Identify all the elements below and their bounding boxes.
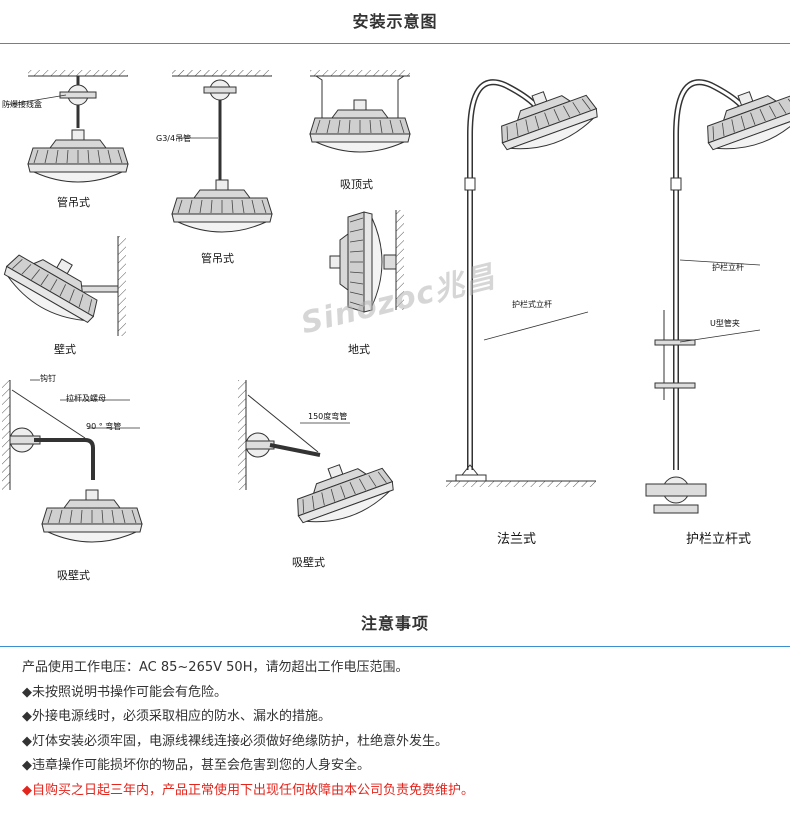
notice-item: ◆违章操作可能损坏你的物品，甚至会危害到您的人身安全。	[22, 758, 370, 773]
install-divider	[0, 43, 790, 44]
label-g34: G3/4吊管	[156, 134, 192, 143]
notice-item: ◆未按照说明书操作可能会有危险。	[22, 684, 227, 700]
notice-title: 注意事项	[360, 614, 429, 633]
label-uclamp: U型管夹	[710, 319, 740, 328]
label-wallsuction: 吸壁式	[57, 569, 90, 582]
notice-divider	[0, 646, 790, 647]
notice-list: 产品使用工作电压：AC 85~265V 50H，请勿超出工作电压范围。 ◆未按照…	[22, 656, 782, 803]
guardrail-pole-drawing	[645, 76, 790, 514]
pendant-box-drawing	[5, 70, 129, 183]
installation-diagram	[0, 70, 790, 543]
label-pendant2: 管吊式	[201, 252, 234, 265]
label-guardstyle: 护栏立杆式	[686, 532, 752, 547]
label-box: 防爆接线盒	[2, 100, 42, 109]
notice-item: ◆灯体安装必须牢固，电源线裸线连接必须做好绝缘防护，杜绝意外发生。	[22, 733, 448, 749]
label-rod: 拉杆及螺母	[66, 394, 106, 403]
label-wall: 壁式	[54, 343, 76, 356]
wall-bend150-drawing	[238, 380, 400, 534]
label-flange: 法兰式	[497, 532, 537, 547]
ceiling-mount-drawing	[309, 70, 411, 153]
notice-warranty: ◆自购买之日起三年内，产品正常使用下出现任何故障由本公司负责免费维护。	[22, 782, 474, 798]
label-guardpole: 护栏立杆	[712, 263, 744, 272]
label-railpole: 护栏式立杆	[512, 300, 552, 309]
floor-mount-drawing	[329, 210, 404, 313]
wall-elbow-drawing	[2, 379, 143, 543]
install-title: 安装示意图	[352, 12, 438, 31]
label-elbow90: 90 ° 弯管	[86, 422, 122, 431]
notice-item: ◆外接电源线时，必须采取相应的防水、漏水的措施。	[22, 709, 331, 724]
label-ceiling: 吸顶式	[340, 178, 373, 191]
label-bend150: 150度弯管	[308, 412, 348, 421]
pendant-g34-drawing	[171, 70, 273, 233]
label-hook: 钩钉	[40, 374, 56, 383]
wall-mount-drawing	[0, 236, 126, 336]
label-wallsuction2: 吸壁式	[292, 556, 325, 569]
notice-item: 产品使用工作电压：AC 85~265V 50H，请勿超出工作电压范围。	[22, 660, 409, 675]
label-pendant1: 管吊式	[57, 196, 90, 209]
flange-pole-drawing	[446, 76, 604, 487]
label-floor: 地式	[348, 343, 370, 356]
